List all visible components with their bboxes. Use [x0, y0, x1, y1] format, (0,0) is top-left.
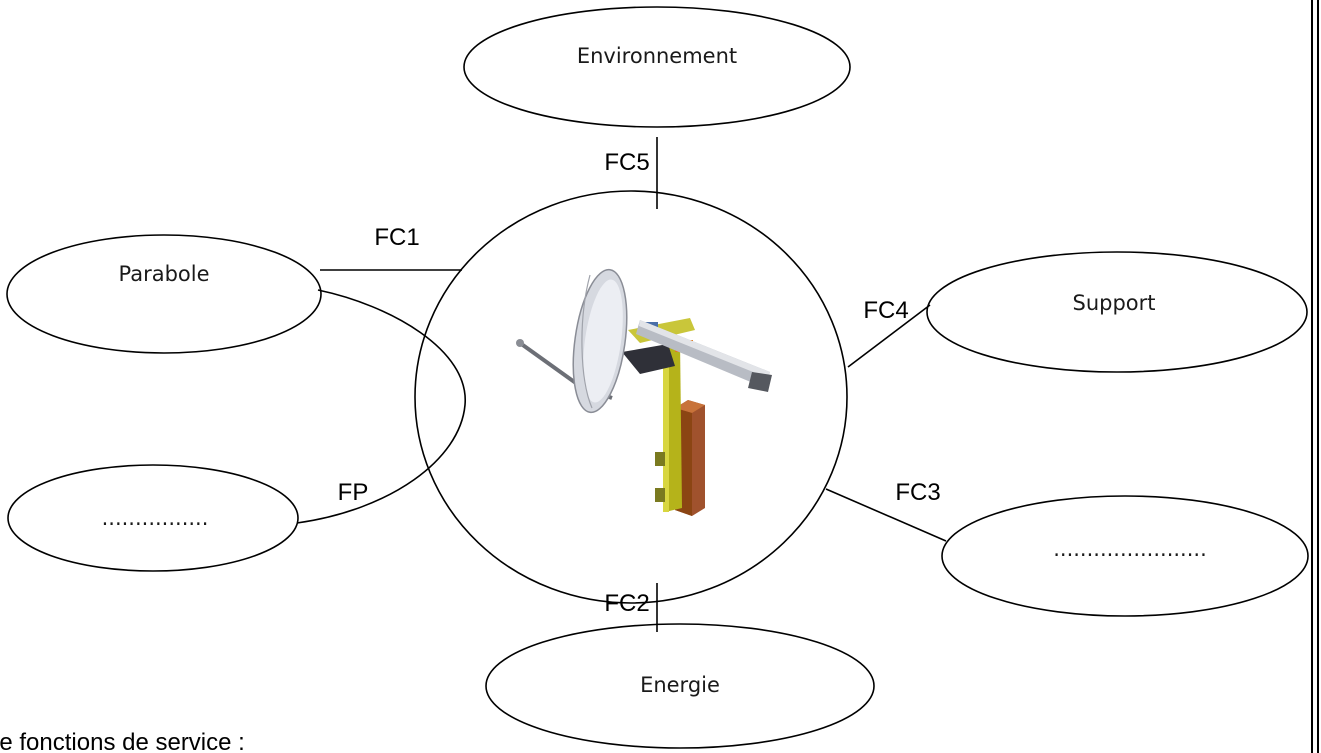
page-border-line — [1311, 0, 1313, 753]
node-energie-label: Energie — [640, 673, 720, 697]
node-blank-left-label: ................ — [102, 506, 209, 530]
connector-fp — [296, 289, 466, 524]
node-environnement-ellipse — [463, 6, 851, 128]
function-fc5-label: FC5 — [604, 149, 649, 176]
node-support-ellipse — [926, 251, 1308, 373]
node-parabole-ellipse — [6, 234, 322, 354]
satellite-dish-image — [516, 268, 772, 516]
system-circle — [414, 190, 848, 604]
function-fc1-label: FC1 — [374, 224, 419, 251]
function-fc2-label: FC2 — [604, 590, 649, 617]
node-environnement-label: Environnement — [577, 44, 737, 68]
node-blank-right-ellipse — [941, 495, 1309, 617]
node-blank-right-label: ....................... — [1053, 537, 1207, 561]
function-fp-label: FP — [338, 479, 369, 506]
node-energie-ellipse — [485, 623, 875, 749]
function-fc3-label: FC3 — [895, 479, 940, 506]
node-support-label: Support — [1072, 291, 1155, 315]
node-blank-left-ellipse — [7, 464, 299, 572]
node-parabole-label: Parabole — [118, 262, 209, 286]
connector-fc4 — [847, 304, 931, 368]
footer-caption: e de fonctions de service : — [0, 729, 245, 753]
page-border-line — [1317, 0, 1319, 753]
connector-fc3 — [825, 488, 947, 542]
function-fc4-label: FC4 — [863, 297, 908, 324]
